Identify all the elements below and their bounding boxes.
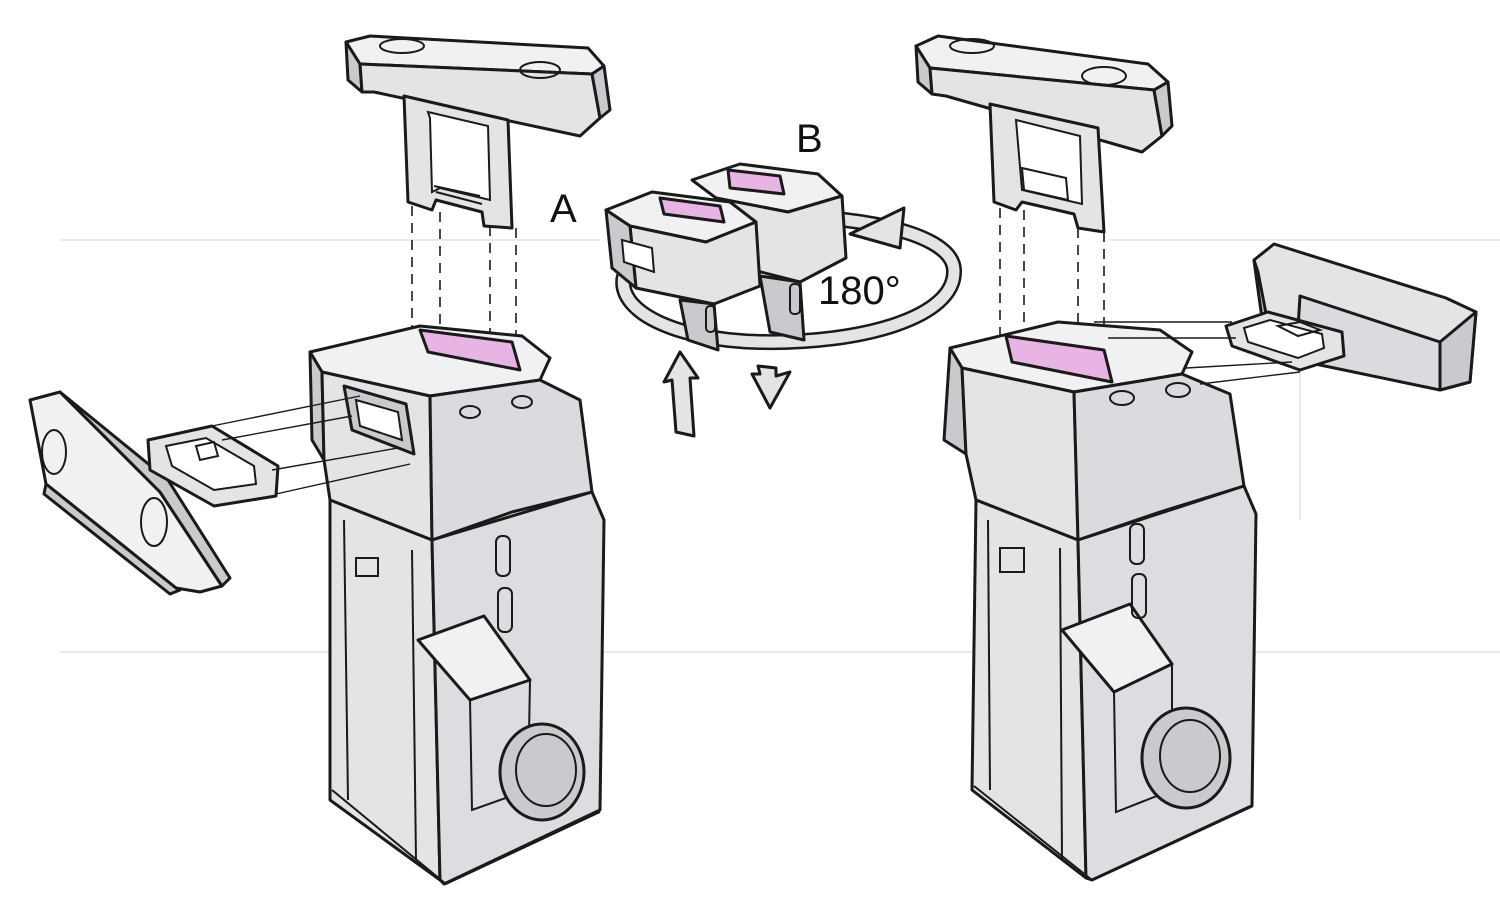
left-side-guides	[211, 395, 411, 495]
label-b: B	[796, 117, 823, 161]
head-a	[604, 190, 762, 352]
left-switch-head	[308, 324, 594, 542]
left-side-actuator	[28, 390, 280, 596]
right-actuator-slot-marker	[1004, 334, 1114, 384]
right-top-actuator	[914, 34, 1174, 234]
label-angle: 180°	[818, 269, 901, 313]
arrow-down-icon	[750, 364, 792, 410]
left-top-actuator	[344, 34, 612, 230]
right-side-actuator	[1224, 242, 1478, 392]
center-rotating-head-detail: A B 180°	[550, 117, 962, 438]
left-actuator-slot-marker	[418, 328, 522, 372]
label-a: A	[550, 187, 577, 231]
right-side-guides	[1094, 321, 1301, 385]
left-safety-switch	[28, 34, 612, 886]
arrow-up-icon	[662, 350, 700, 438]
right-switch-body	[970, 484, 1258, 882]
left-switch-body	[328, 490, 606, 886]
right-safety-switch	[914, 34, 1478, 882]
